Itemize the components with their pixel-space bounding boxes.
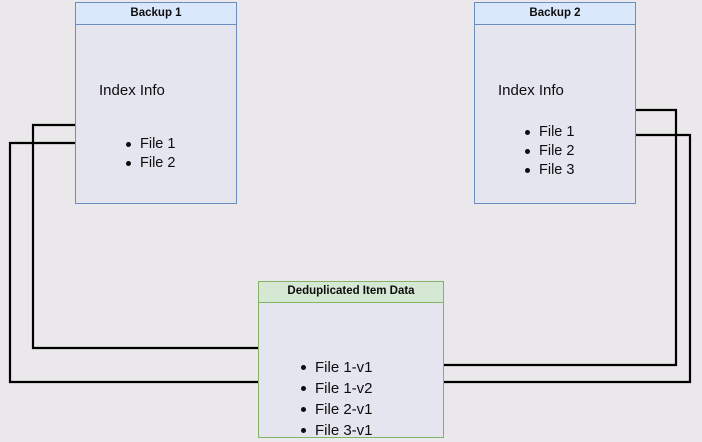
- deduplicated-item-list: File 1-v1 File 1-v2 File 2-v1 File 3-v1: [299, 357, 373, 441]
- list-item: File 2: [523, 142, 574, 161]
- backup-1-index-label: Index Info: [99, 82, 165, 99]
- list-item: File 1-v1: [299, 357, 373, 378]
- list-item: File 1: [124, 135, 175, 154]
- list-item: File 3-v1: [299, 420, 373, 441]
- list-item: File 1-v2: [299, 378, 373, 399]
- list-item: File 2: [124, 154, 175, 173]
- backup-2-title: Backup 2: [475, 3, 635, 25]
- backup-1-title: Backup 1: [76, 3, 236, 25]
- list-item: File 1: [523, 123, 574, 142]
- backup-2-index-label: Index Info: [498, 82, 564, 99]
- list-item: File 3: [523, 161, 574, 180]
- backup-1-box[interactable]: Backup 1 Index Info File 1 File 2: [75, 2, 237, 204]
- deduplicated-item-data-title: Deduplicated Item Data: [259, 282, 443, 303]
- list-item: File 2-v1: [299, 399, 373, 420]
- deduplicated-item-data-box[interactable]: Deduplicated Item Data File 1-v1 File 1-…: [258, 281, 444, 441]
- backup-2-box[interactable]: Backup 2 Index Info File 1 File 2 File 3: [474, 2, 636, 204]
- backup-1-file-list: File 1 File 2: [124, 135, 175, 173]
- backup-2-file-list: File 1 File 2 File 3: [523, 123, 574, 180]
